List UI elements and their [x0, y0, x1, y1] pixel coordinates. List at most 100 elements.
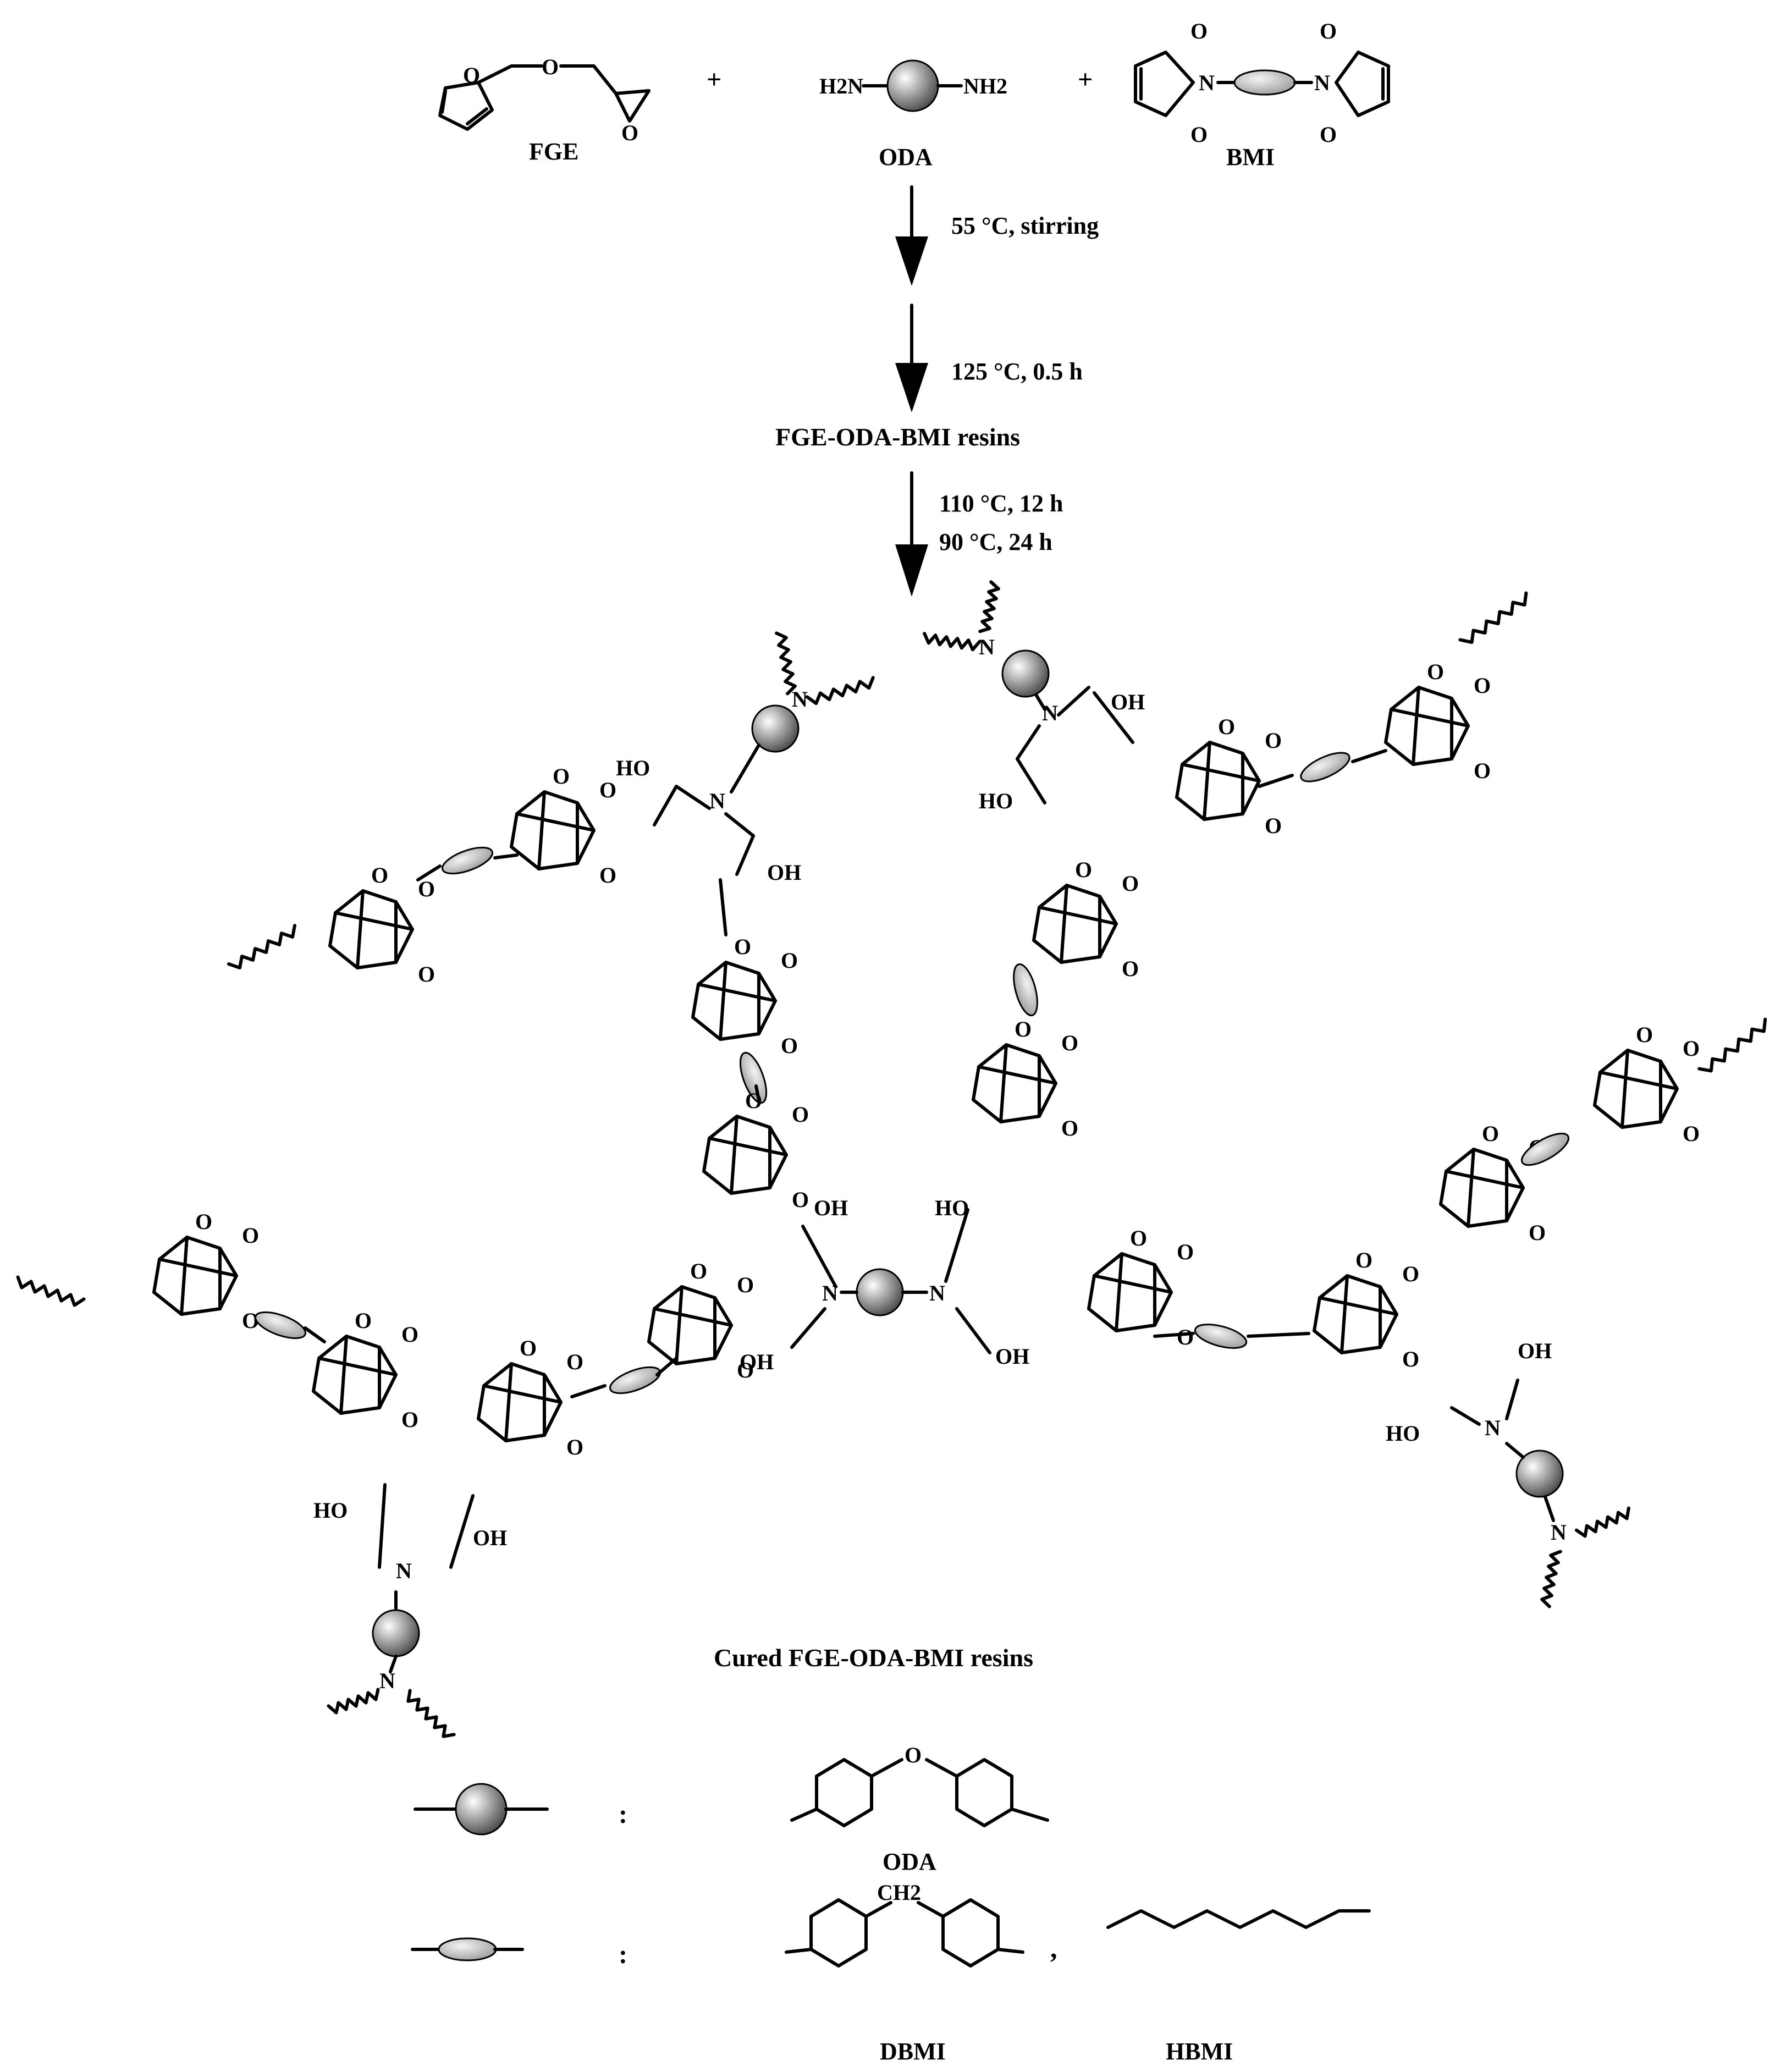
legend-hbmi-label: HBMI: [1166, 2038, 1233, 2065]
svg-text:N: N: [1485, 1415, 1501, 1440]
oda-sphere: [1001, 649, 1050, 698]
chain-end-wavy: [406, 1689, 456, 1738]
chain-end-wavy: [805, 676, 875, 706]
arrow-step-3: [895, 471, 928, 597]
legend-dbmi-structure: CH2: [785, 1880, 1024, 1968]
condition-step-3b: 90 °C, 24 h: [939, 528, 1052, 555]
fge-structure: O O O: [438, 54, 651, 145]
svg-text:HO: HO: [616, 756, 650, 780]
bridge-o-label: O: [355, 1308, 372, 1333]
bridge-o-label: O: [371, 863, 388, 888]
bmi-ellipse: [739, 1051, 768, 1104]
svg-text:N: N: [792, 687, 808, 712]
adduct-cage: [1384, 686, 1470, 766]
legend-dbmi-label: DBMI: [880, 2038, 946, 2065]
svg-text:HO: HO: [1386, 1421, 1420, 1446]
condition-step-3a: 110 °C, 12 h: [939, 490, 1063, 517]
svg-text:HO: HO: [979, 789, 1013, 813]
legend-comma: ,: [1050, 1933, 1057, 1964]
chain-end-wavy: [923, 632, 982, 652]
adduct-cage: [1313, 1274, 1398, 1354]
center-n-right: N: [929, 1281, 945, 1305]
oda-sphere: [1515, 1450, 1564, 1498]
carbonyl-o-label: O: [1061, 1116, 1078, 1140]
carbonyl-o-label: O: [737, 1358, 754, 1382]
svg-text:N: N: [379, 1668, 395, 1693]
carbonyl-o-label: O: [1265, 728, 1282, 753]
bridge-o-label: O: [195, 1209, 212, 1234]
carbonyl-o-label: O: [1265, 813, 1282, 838]
chain-end-wavy: [327, 1688, 380, 1715]
carbonyl-o-label: O: [792, 1102, 809, 1127]
svg-text:OH: OH: [1518, 1338, 1552, 1363]
chain-end-wavy: [1574, 1506, 1630, 1538]
carbonyl-o-label: O: [781, 1033, 798, 1058]
chain-end-wavy: [978, 580, 1000, 633]
adduct-cage: [691, 961, 777, 1041]
carbonyl-o-label: O: [1177, 1239, 1194, 1264]
carbonyl-o-label: O: [1402, 1261, 1419, 1286]
adduct-cage: [1032, 884, 1118, 964]
bridge-o-label: O: [520, 1336, 537, 1360]
bridge-o-label: O: [734, 934, 751, 959]
svg-text:OH: OH: [995, 1344, 1029, 1369]
carbonyl-o-label: O: [737, 1272, 754, 1297]
bmi-ellipse: [1520, 1132, 1570, 1166]
carbonyl-o-label: O: [566, 1349, 583, 1374]
bridge-o-label: O: [553, 764, 570, 789]
adduct-cage: [647, 1285, 733, 1365]
chain-end-wavy: [775, 631, 797, 696]
carbonyl-o-label: O: [1474, 673, 1491, 698]
carbonyl-o-label: O: [1683, 1036, 1700, 1061]
carbonyl-o-label: O: [792, 1187, 809, 1212]
svg-text:HO: HO: [935, 1195, 969, 1220]
svg-text:NH2: NH2: [963, 74, 1007, 98]
carbonyl-o-label: O: [781, 948, 798, 973]
carbonyl-o-label: O: [1177, 1325, 1194, 1349]
plus-sign-1: +: [707, 65, 721, 94]
svg-text:N: N: [979, 635, 995, 659]
svg-text:N: N: [1042, 701, 1058, 725]
legend-hbmi-chain: [1106, 1909, 1371, 1929]
svg-text:O: O: [905, 1743, 922, 1767]
bridge-o-label: O: [1355, 1248, 1372, 1272]
bmi-ellipse: [441, 846, 494, 875]
svg-text:O: O: [1320, 19, 1337, 43]
bridge-o-label: O: [1636, 1022, 1653, 1047]
bridge-o-label: O: [1427, 659, 1444, 684]
carbonyl-o-label: O: [1061, 1031, 1078, 1055]
svg-text:OH: OH: [1111, 690, 1145, 714]
svg-text:OH: OH: [814, 1195, 848, 1220]
svg-text:O: O: [542, 54, 559, 79]
svg-text:N: N: [1551, 1520, 1567, 1545]
legend-oda-structure: O: [790, 1743, 1049, 1827]
adduct-cage: [1175, 741, 1261, 821]
svg-text:N: N: [396, 1558, 412, 1583]
carbonyl-o-label: O: [418, 962, 435, 987]
legend-colon-2: :: [619, 1940, 627, 1969]
svg-text:O: O: [1190, 19, 1208, 43]
oda-sphere: [751, 704, 800, 753]
svg-text:OH: OH: [767, 860, 801, 885]
bmi-ellipse: [1013, 963, 1038, 1017]
carbonyl-o-label: O: [1122, 871, 1139, 896]
adduct-cage: [702, 1115, 788, 1195]
chain-end-wavy: [1458, 591, 1528, 644]
adduct-cage: [328, 889, 414, 969]
adduct-cage: [1593, 1049, 1679, 1129]
carbonyl-o-label: O: [599, 778, 616, 802]
svg-text:OH: OH: [740, 1349, 774, 1374]
carbonyl-o-label: O: [1402, 1347, 1419, 1371]
bridge-o-label: O: [1075, 857, 1092, 882]
bmi-label: BMI: [1226, 144, 1275, 170]
legend-colon-1: :: [619, 1800, 627, 1829]
adduct-cage: [152, 1236, 238, 1316]
svg-text:HO: HO: [313, 1498, 348, 1523]
bridge-o-label: O: [1482, 1121, 1499, 1146]
bmi-ellipse: [1194, 1324, 1248, 1349]
svg-text:O: O: [1190, 122, 1208, 147]
oda-sphere: [372, 1609, 420, 1657]
bridge-o-label: O: [1218, 714, 1235, 739]
product-title: Cured FGE-ODA-BMI resins: [714, 1644, 1033, 1672]
